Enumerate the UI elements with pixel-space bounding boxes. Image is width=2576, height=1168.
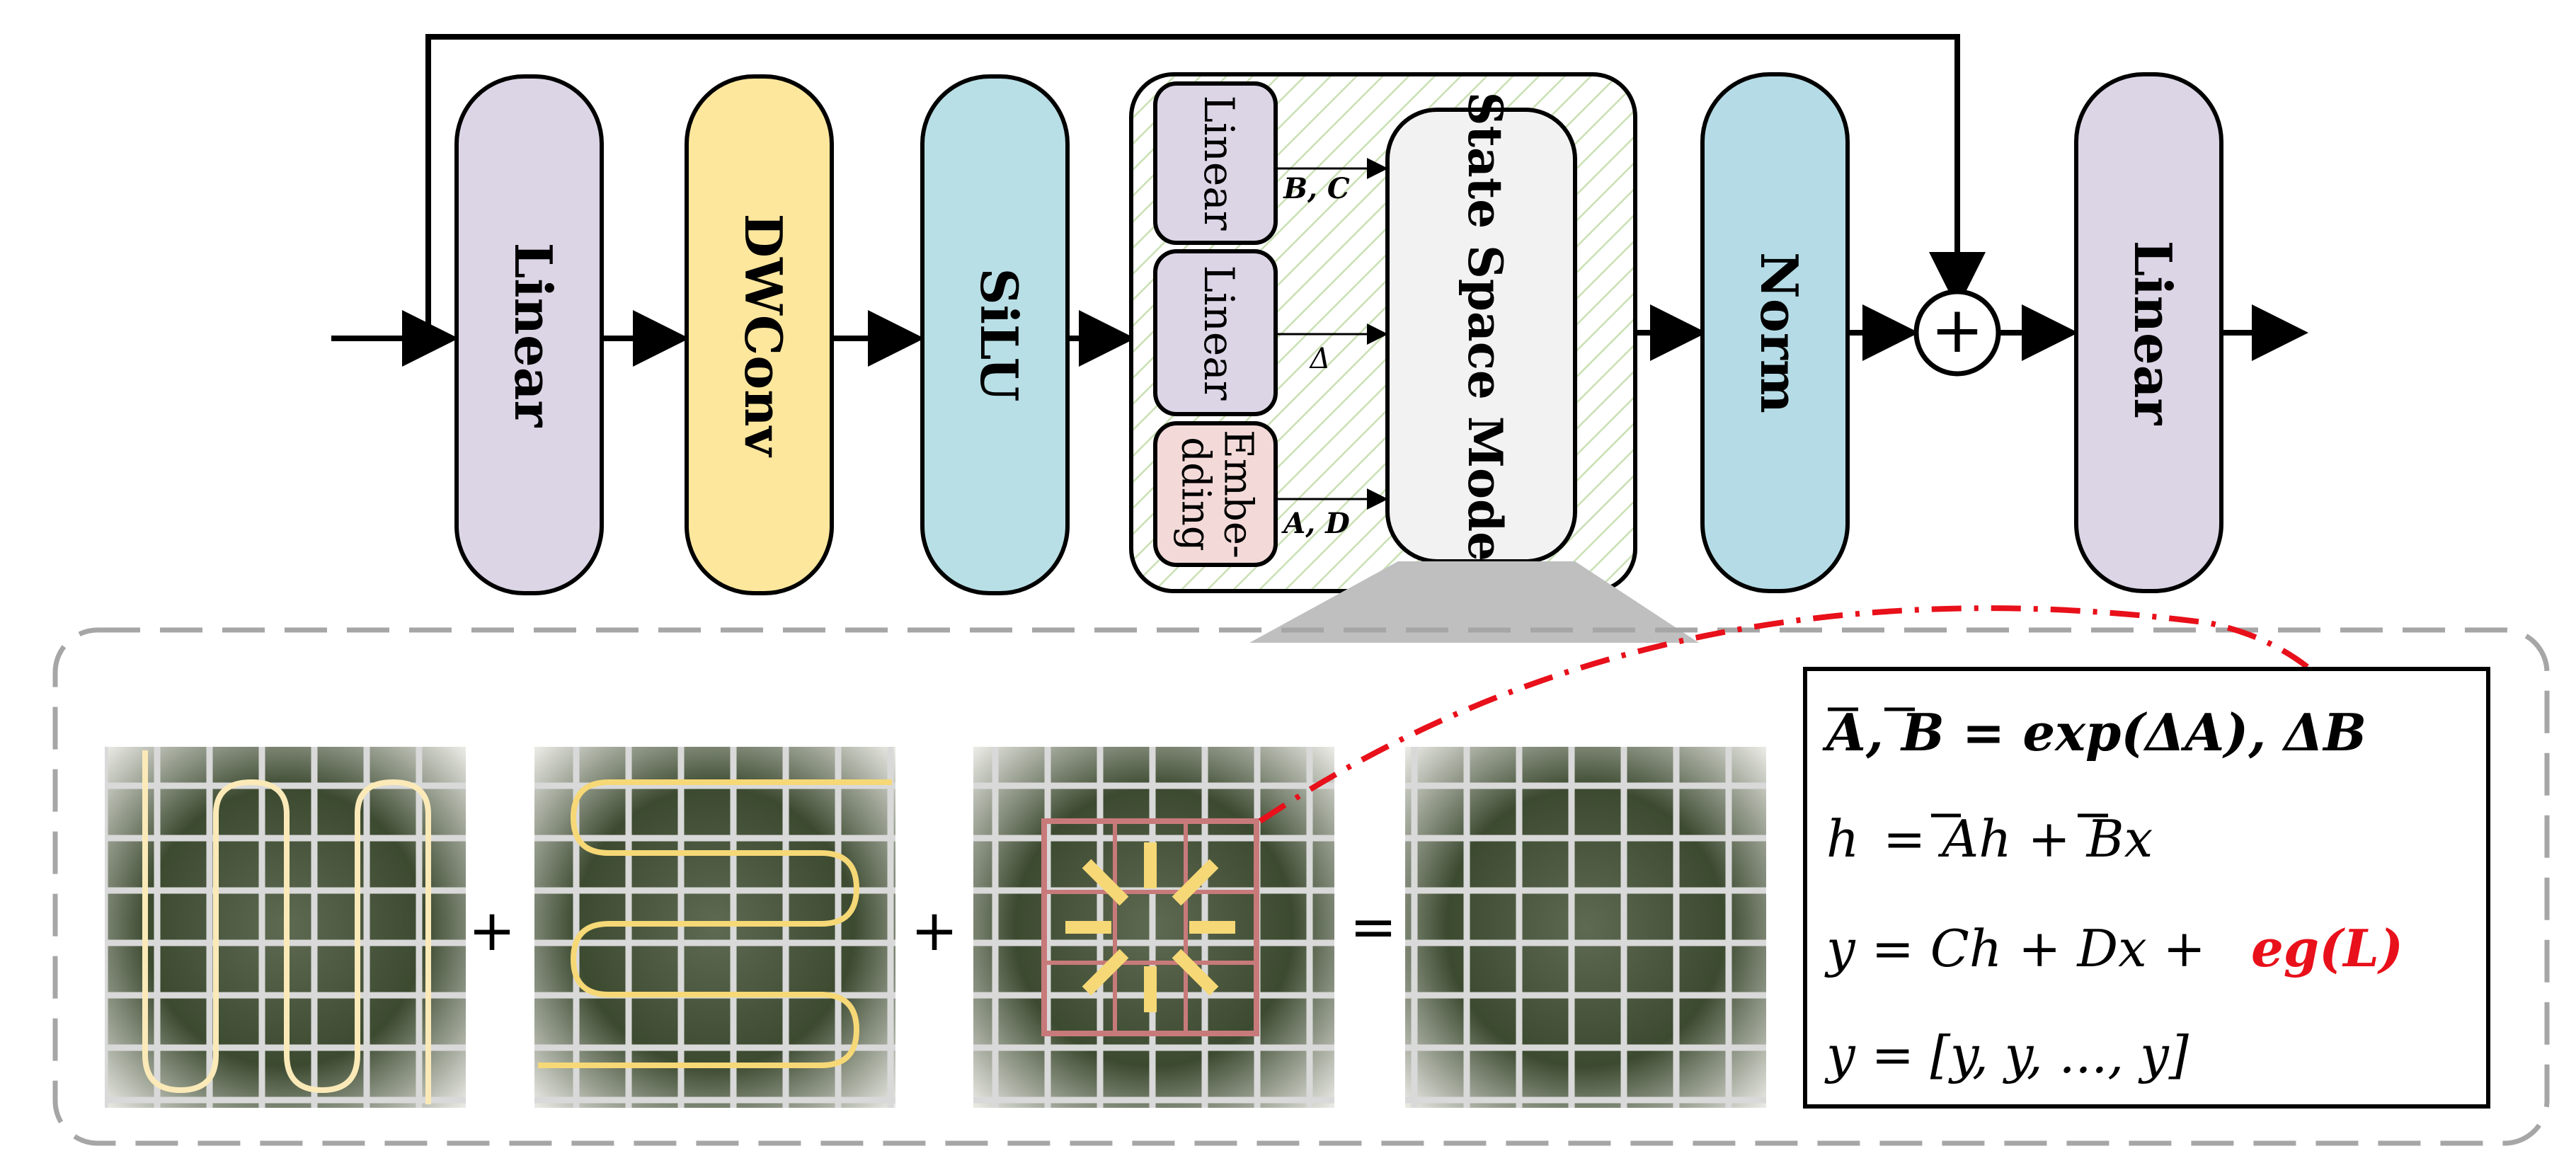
silu-block: SiLU xyxy=(920,74,1070,595)
norm-block: Norm xyxy=(1700,72,1850,593)
detail-panel xyxy=(52,627,2550,1146)
ssm-linear-bc-label: Linear xyxy=(1195,95,1243,230)
ssm-linear-delta-block xyxy=(1153,249,1278,416)
linear-out-label: Linear xyxy=(2123,241,2183,426)
result-image xyxy=(1405,747,1766,1108)
silu-label: SiLU xyxy=(969,268,1029,402)
formula-line-2: h = Ah + Bx xyxy=(1826,809,2153,869)
formula-line-4: y = [y, y, ..., y] xyxy=(1824,1025,2189,1084)
formula-line-2-lhs: h xyxy=(1826,809,1859,869)
plus-operator-2: + xyxy=(910,898,958,963)
horizontal-scan-path xyxy=(538,779,892,1068)
ssm-linear-delta-label: Linear xyxy=(1195,265,1243,400)
formula-line-1-text: A, B = exp(ΔA), ΔB xyxy=(1822,702,2366,762)
dwconv-label: DWConv xyxy=(733,214,794,458)
formula-line-3-text: y = Ch + Dx + xyxy=(1824,919,2206,978)
linear-in-label: Linear xyxy=(503,243,563,428)
scan-image-vertical xyxy=(105,747,466,1108)
arrow-ad-label: A, D xyxy=(1281,507,1350,540)
formula-line-1: A, B = exp(ΔA), ΔB xyxy=(1822,702,2366,762)
formula-line-3-red: eg(L) xyxy=(2251,918,2403,978)
ssm-embedding-block xyxy=(1153,421,1278,567)
local-star-rays xyxy=(1065,842,1235,1012)
formula-box: A, B = exp(ΔA), ΔB h = Ah + Bx y = Ch + … xyxy=(1803,667,2490,1109)
add-node-symbol: + xyxy=(1930,293,1983,367)
plus-operator-1: + xyxy=(468,898,515,963)
scan-image-local xyxy=(973,747,1334,1108)
norm-label: Norm xyxy=(1749,252,1809,413)
arrow-delta-label: Δ xyxy=(1309,343,1331,375)
dwconv-block: DWConv xyxy=(685,74,834,595)
skip-connection-arrow xyxy=(425,34,1986,338)
vertical-scan-path xyxy=(142,750,431,1104)
linear-in-block: Linear xyxy=(454,74,604,595)
ssm-embedding-label-line1: Embe- xyxy=(1215,430,1261,559)
equals-operator: = xyxy=(1349,894,1397,960)
ssm-container: Linear Linear Embe- dding B, C Δ A, D St… xyxy=(1129,72,1637,593)
state-space-model-label: State Space Model xyxy=(1458,92,1513,579)
zoom-trapezoid xyxy=(1249,561,1699,643)
add-node: + xyxy=(1913,289,2001,377)
ssm-embedding-label-line2: dding xyxy=(1173,437,1219,551)
local-window xyxy=(1041,818,1259,1036)
formula-line-3: y = Ch + Dx + eg(L) xyxy=(1824,918,2403,978)
scan-image-horizontal xyxy=(534,747,895,1108)
formula-line-2-rhs: = Ah + Bx xyxy=(1883,809,2153,869)
ssm-linear-bc-block xyxy=(1153,81,1278,245)
linear-out-block: Linear xyxy=(2074,72,2223,593)
arrow-bc-label: B, C xyxy=(1283,172,1350,205)
